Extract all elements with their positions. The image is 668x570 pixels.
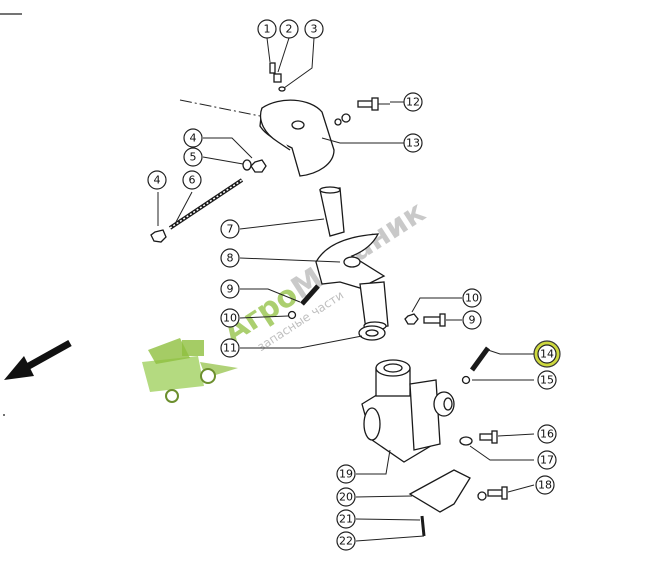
bolt-9-upper [287, 284, 320, 320]
svg-text:1: 1 [264, 23, 271, 36]
svg-text:10: 10 [223, 312, 237, 325]
callout-21: 21 [336, 509, 356, 529]
svg-text:20: 20 [339, 491, 353, 504]
svg-text:3: 3 [311, 23, 318, 36]
callout-17: 17 [537, 450, 557, 470]
callout-5: 5 [183, 147, 203, 167]
svg-text:9: 9 [227, 283, 234, 296]
svg-text:8: 8 [227, 252, 234, 265]
arrow-down-left-icon [4, 339, 72, 380]
svg-text:7: 7 [227, 223, 234, 236]
svg-text:21: 21 [339, 513, 353, 526]
svg-text:19: 19 [339, 468, 353, 481]
mounting-bracket [315, 233, 389, 331]
svg-text:12: 12 [406, 96, 420, 109]
stray-dot [3, 414, 5, 416]
svg-text:10: 10 [465, 292, 479, 305]
svg-text:2: 2 [286, 23, 293, 36]
callout-14: 14 [533, 340, 561, 368]
callout-20: 20 [336, 487, 356, 507]
combine-harvester-logo [142, 338, 238, 403]
callout-18: 18 [535, 475, 555, 495]
gearbox-housing [361, 359, 455, 463]
callout-22: 22 [336, 531, 356, 551]
svg-text:16: 16 [540, 428, 554, 441]
bolt-16 [459, 430, 498, 446]
housing-cover [259, 99, 335, 177]
callout-9-lower: 9 [462, 310, 482, 330]
svg-text:6: 6 [189, 174, 196, 187]
svg-text:22: 22 [339, 535, 353, 548]
svg-text:17: 17 [540, 454, 554, 467]
svg-text:4: 4 [154, 174, 161, 187]
callout-6: 6 [182, 170, 202, 190]
callout-10-left: 10 [220, 308, 240, 328]
callout-11: 11 [220, 338, 240, 358]
callout-12: 12 [403, 92, 423, 112]
callout-1: 1 [257, 19, 277, 39]
svg-text:5: 5 [190, 151, 197, 164]
callout-15: 15 [537, 370, 557, 390]
bolt-9-lower [404, 313, 446, 327]
svg-text:9: 9 [469, 314, 476, 327]
spline-shaft [319, 186, 345, 237]
svg-text:18: 18 [538, 479, 552, 492]
leader-lines [157, 37, 535, 542]
svg-text:14: 14 [540, 348, 554, 361]
callout-3: 3 [304, 19, 324, 39]
callout-4-upper: 4 [183, 128, 203, 148]
svg-text:15: 15 [540, 374, 554, 387]
callout-10-right: 10 [462, 288, 482, 308]
callout-8: 8 [220, 248, 240, 268]
pin-assembly [420, 515, 426, 537]
svg-text:11: 11 [223, 342, 237, 355]
callout-4-lower: 4 [147, 170, 167, 190]
bolt-12 [334, 97, 379, 126]
callout-13: 13 [403, 133, 423, 153]
nut-washer-upper [242, 159, 267, 173]
callout-7: 7 [220, 219, 240, 239]
callout-9-upper: 9 [220, 279, 240, 299]
callout-16: 16 [537, 424, 557, 444]
callout-19: 19 [336, 464, 356, 484]
svg-text:13: 13 [406, 137, 420, 150]
support-plate [408, 469, 508, 513]
threaded-rod [150, 178, 244, 243]
svg-text:4: 4 [190, 132, 197, 145]
callout-2: 2 [279, 19, 299, 39]
grease-nipple [269, 62, 286, 92]
bolt-14 [461, 346, 491, 385]
